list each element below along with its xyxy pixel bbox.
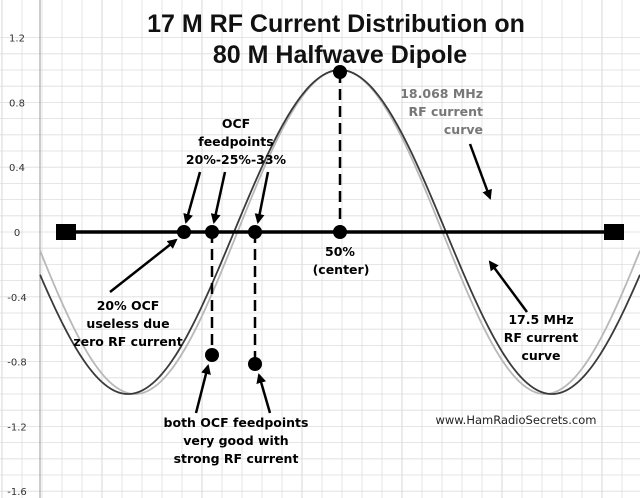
y-tick-label: -0.4 — [7, 293, 27, 304]
chart-title-line2: 80 M Halfwave Dipole — [213, 41, 467, 69]
center-label-line2: (center) — [313, 262, 370, 277]
useless-label-line1: 20% OCF — [97, 298, 160, 313]
arrow-curve-17 — [488, 260, 529, 313]
curve17-label-line2: RF current — [504, 330, 579, 345]
dipole-end-left — [56, 224, 76, 240]
good-label-line2: very good with — [183, 433, 288, 448]
ocf-label-line1: OCF — [222, 116, 250, 131]
center-dot — [333, 225, 347, 239]
y-tick-label: 0 — [14, 228, 20, 239]
feedpoint-20-dot — [177, 225, 191, 239]
dipole-end-right — [604, 224, 624, 240]
curve18-label-line2: RF current — [408, 104, 483, 119]
arrow-good-25 — [194, 364, 211, 414]
curve18-label-line1: 18.068 MHz — [400, 86, 483, 101]
arrow-useless — [109, 238, 178, 293]
feedpoint-33-dot — [248, 225, 262, 239]
good-label-line1: both OCF feedpoints — [164, 415, 309, 430]
credit-text: www.HamRadioSecrets.com — [436, 413, 597, 427]
center-label-line1: 50% — [325, 244, 355, 259]
arrow-good-33 — [256, 373, 272, 414]
curve17-label-line1: 17.5 MHz — [508, 312, 573, 327]
ocf-label-line2: feedpoints — [198, 134, 273, 149]
arrow-ocf-20 — [183, 171, 202, 224]
useless-label-line2: useless due — [86, 316, 169, 331]
y-tick-label: 1.2 — [9, 34, 25, 45]
y-tick-label: 0.8 — [9, 98, 25, 109]
chart-title-line1: 17 M RF Current Distribution on — [147, 10, 525, 38]
arrow-ocf-33 — [254, 171, 270, 224]
feedpoint-25-dot — [205, 225, 219, 239]
arrow-ocf-25 — [210, 171, 227, 224]
curve17-label-line3: curve — [521, 348, 560, 363]
feedpoint-25-current-dot — [205, 348, 219, 362]
y-tick-label: 0.4 — [9, 163, 25, 174]
y-tick-label: -1.2 — [7, 422, 27, 433]
y-tick-label: -0.8 — [7, 358, 27, 369]
feedpoint-33-current-dot — [248, 357, 262, 371]
good-label-line3: strong RF current — [174, 451, 299, 466]
center-peak-dot — [333, 65, 347, 79]
useless-label-line3: zero RF current — [73, 334, 182, 349]
y-tick-label: -1.6 — [7, 487, 27, 498]
ocf-label-line3: 20%-25%-33% — [186, 152, 287, 167]
y-axis-ticks: 1.2 0.8 0.4 0 -0.4 -0.8 -1.2 -1.6 — [7, 34, 27, 498]
arrow-curve-18 — [468, 143, 492, 200]
curve18-label-line3: curve — [444, 122, 483, 137]
